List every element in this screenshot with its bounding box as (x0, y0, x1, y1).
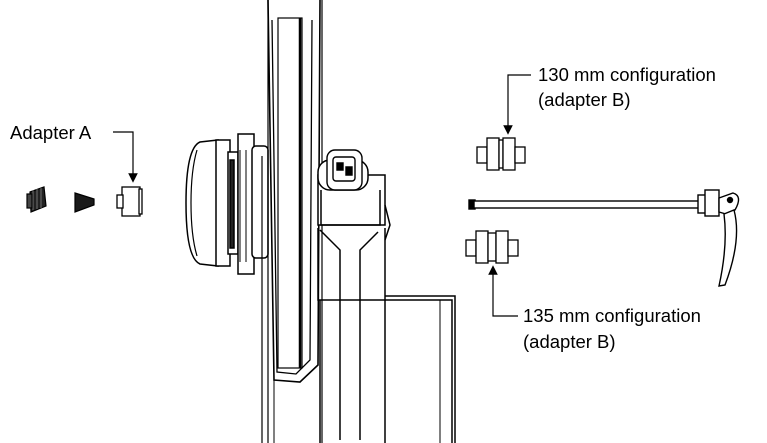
cfg130-leader (503, 74, 531, 135)
adapter-a-label: Adapter A (10, 122, 92, 143)
config-130-label-line1: 130 mm configuration (538, 64, 716, 85)
quick-release-axle (468, 189, 740, 287)
adapter-b-135-part (465, 230, 519, 264)
cfg135-leader (488, 265, 518, 317)
config-130-label-line2: (adapter B) (538, 89, 631, 110)
skewer-nut-part (26, 186, 47, 213)
config-135-label-line1: 135 mm configuration (523, 305, 701, 326)
adapter-b-130-part (476, 137, 526, 171)
brand-logo-icon (326, 149, 363, 191)
freehub-cassette (185, 133, 269, 275)
adapter-a-part (116, 186, 143, 217)
frame-body (317, 159, 456, 443)
config-135-label-line2: (adapter B) (523, 331, 616, 352)
adapter-a-leader (113, 131, 138, 183)
cone-spring-part (74, 192, 95, 213)
frame-post (261, 0, 323, 443)
